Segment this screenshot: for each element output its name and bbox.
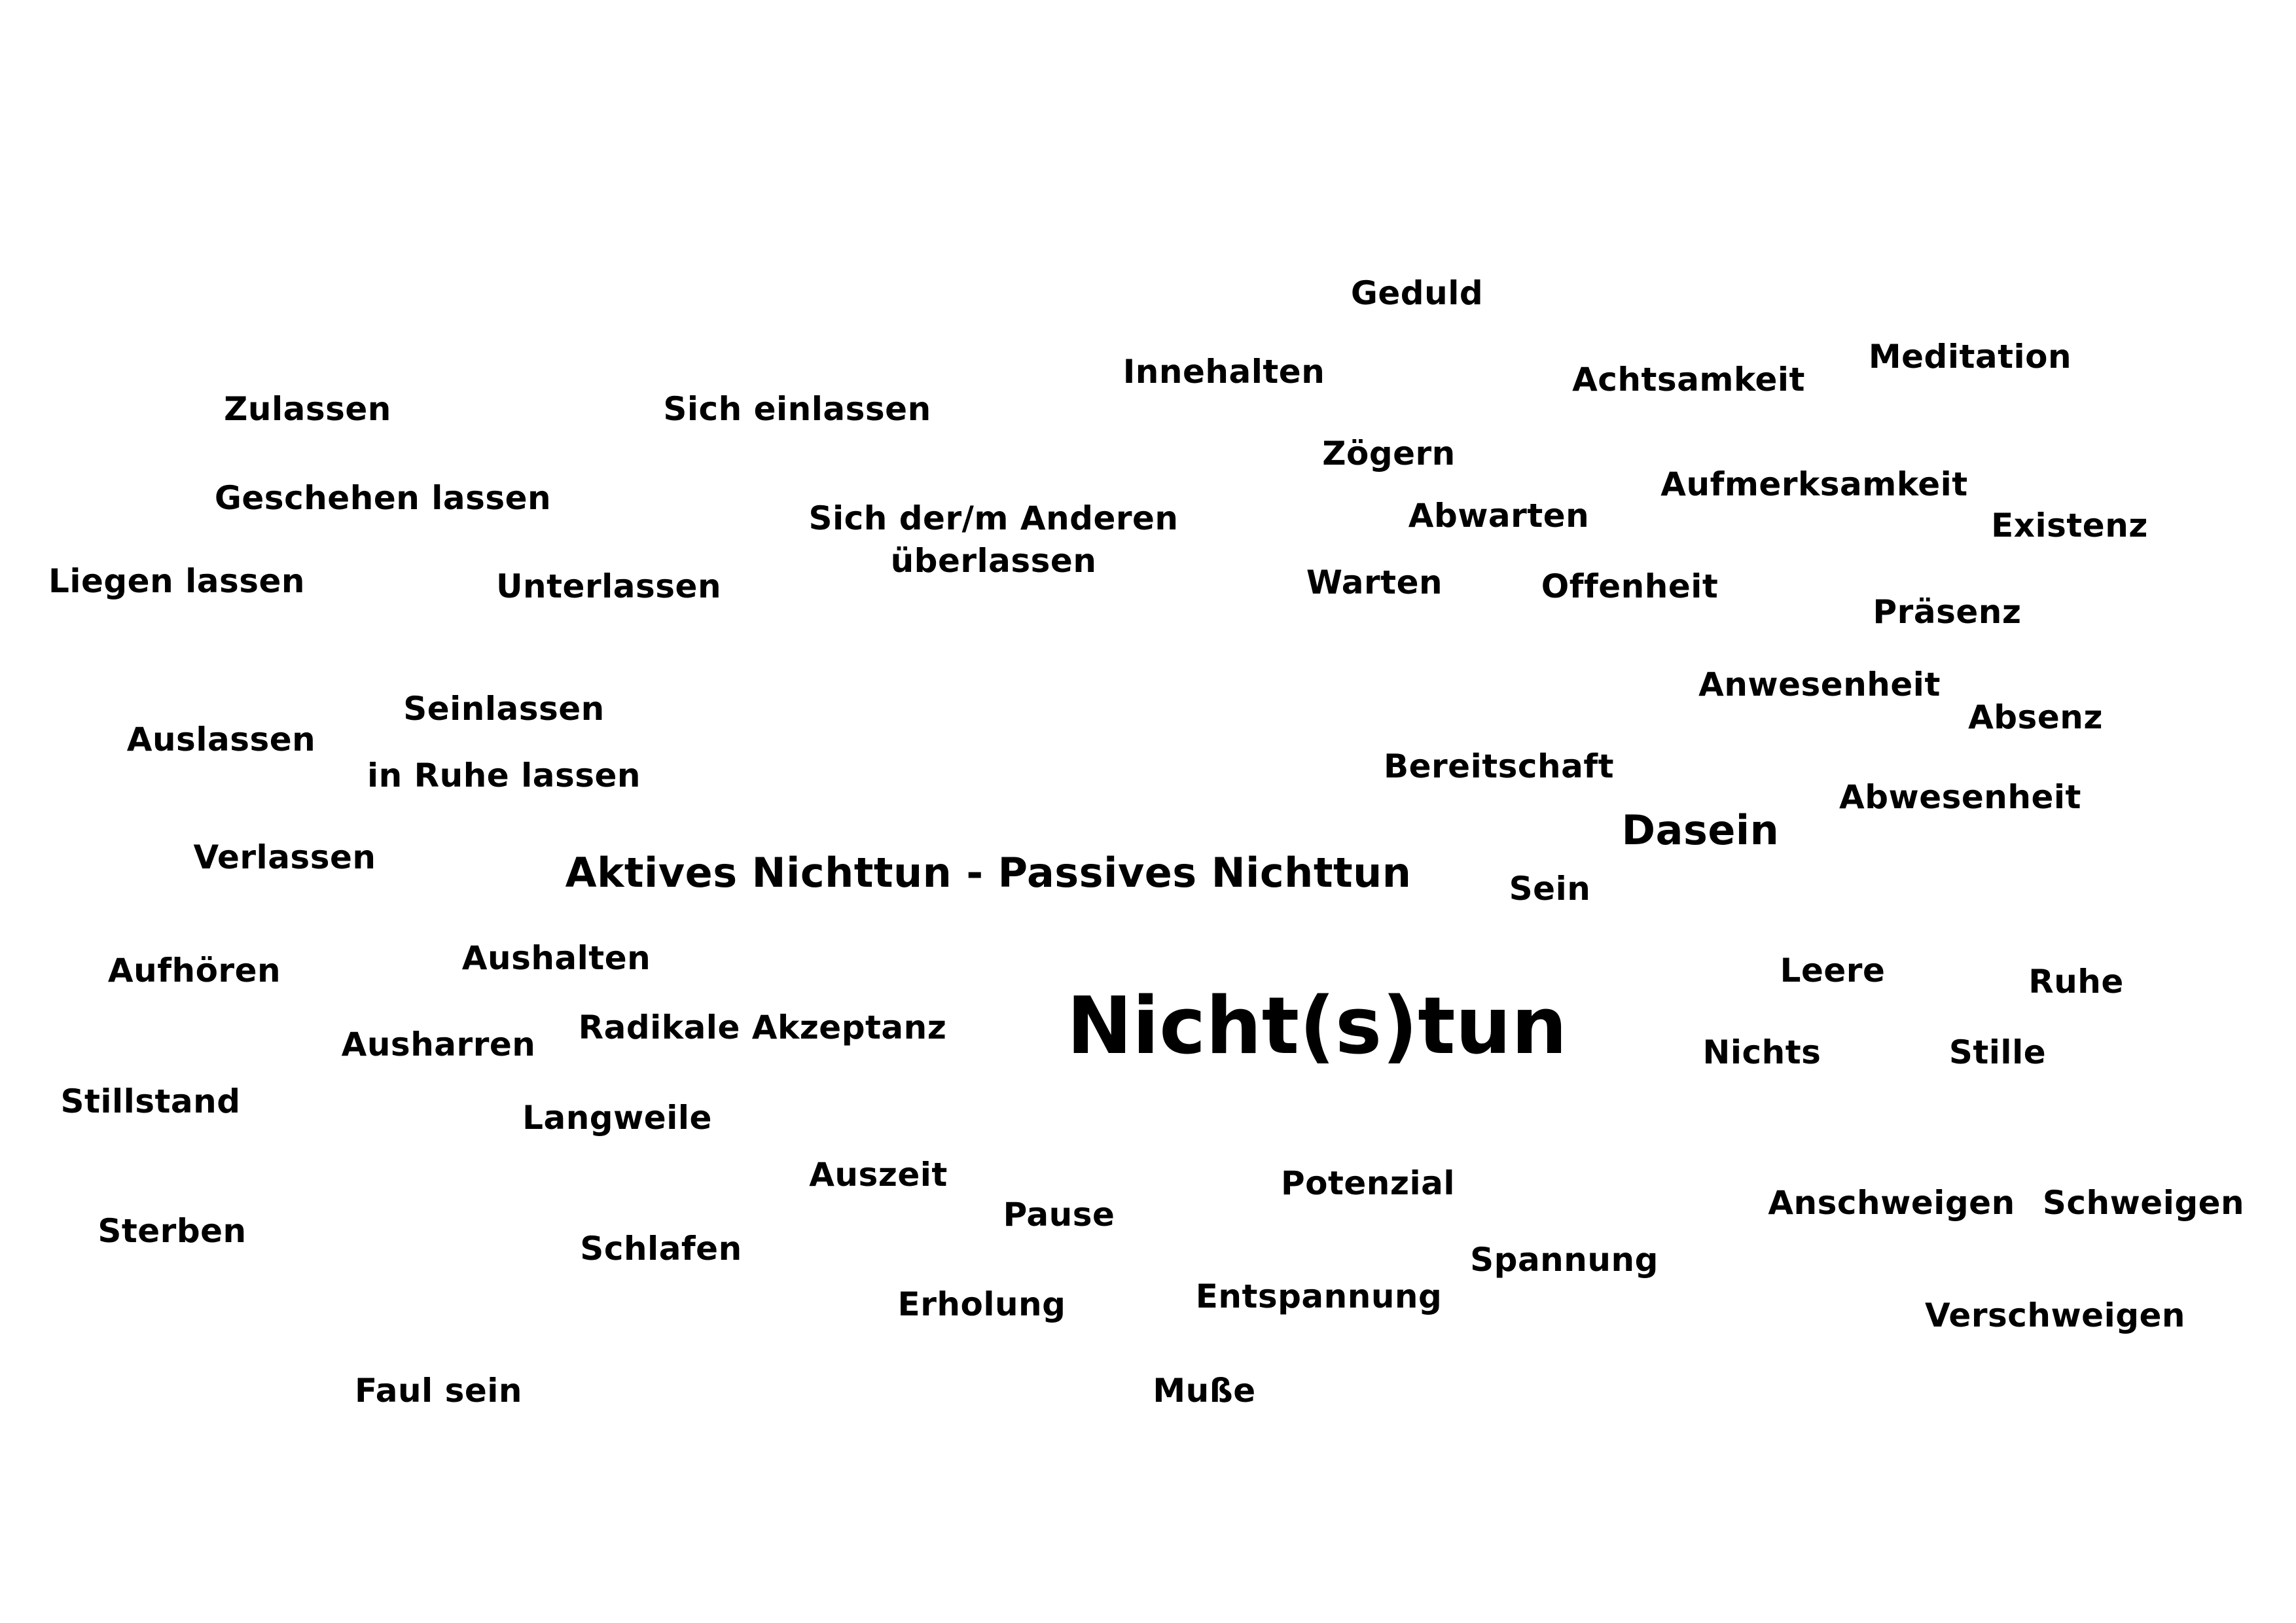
word-stillstand: Stillstand: [60, 1082, 241, 1120]
word-innehalten: Innehalten: [1122, 353, 1325, 391]
word-abwarten: Abwarten: [1408, 497, 1590, 535]
word-anschweigen: Anschweigen: [1768, 1184, 2015, 1222]
word-aufhoeren: Aufhören: [107, 952, 281, 990]
word-abwesenheit: Abwesenheit: [1839, 778, 2081, 816]
word-in-ruhe-lassen: in Ruhe lassen: [367, 757, 641, 794]
word-musse: Muße: [1153, 1372, 1256, 1410]
word-liegen-lassen: Liegen lassen: [48, 562, 306, 600]
word-aushalten: Aushalten: [461, 939, 651, 977]
word-sich-einlassen: Sich einlassen: [663, 390, 931, 428]
main-title: Nicht(s)tun: [1066, 981, 1568, 1072]
word-spannung: Spannung: [1470, 1241, 1659, 1279]
word-absenz: Absenz: [1968, 698, 2103, 736]
word-auslassen: Auslassen: [126, 721, 316, 758]
word-nichts: Nichts: [1702, 1033, 1821, 1071]
word-verschweigen: Verschweigen: [1924, 1296, 2186, 1334]
word-langweile: Langweile: [522, 1099, 712, 1137]
word-entspannung: Entspannung: [1195, 1277, 1443, 1315]
word-zulassen: Zulassen: [224, 390, 391, 428]
word-bereitschaft: Bereitschaft: [1383, 747, 1615, 785]
word-faul-sein: Faul sein: [354, 1372, 523, 1410]
word-sich-anderen-line2: überlassen: [890, 542, 1097, 580]
word-praesenz: Präsenz: [1873, 593, 2022, 631]
word-sich-anderen-ueberlassen: Sich der/m Anderen überlassen: [808, 497, 1178, 582]
word-geschehen-lassen: Geschehen lassen: [214, 479, 552, 517]
word-offenheit: Offenheit: [1541, 567, 1719, 605]
word-radikale-akzeptanz: Radikale Akzeptanz: [578, 1008, 947, 1046]
word-dasein: Dasein: [1621, 806, 1780, 854]
word-warten: Warten: [1306, 563, 1443, 601]
word-stille: Stille: [1948, 1033, 2047, 1071]
word-existenz: Existenz: [1991, 507, 2148, 544]
word-aufmerksamkeit: Aufmerksamkeit: [1660, 465, 1968, 503]
word-sein: Sein: [1509, 870, 1591, 908]
word-meditation: Meditation: [1868, 338, 2072, 376]
word-schweigen: Schweigen: [2042, 1184, 2245, 1222]
word-achtsamkeit: Achtsamkeit: [1572, 361, 1805, 399]
word-potenzial: Potenzial: [1280, 1164, 1456, 1202]
word-anwesenheit: Anwesenheit: [1698, 666, 1941, 704]
word-unterlassen: Unterlassen: [495, 567, 722, 605]
word-schlafen: Schlafen: [580, 1230, 742, 1268]
word-ausharren: Ausharren: [341, 1026, 536, 1063]
word-pause: Pause: [1003, 1196, 1115, 1234]
word-seinlassen: Seinlassen: [403, 690, 605, 728]
word-ruhe: Ruhe: [2028, 963, 2124, 1001]
word-auszeit: Auszeit: [809, 1156, 948, 1194]
word-zoegern: Zögern: [1322, 435, 1456, 473]
subtitle: Aktives Nichttun - Passives Nichttun: [565, 849, 1412, 897]
word-sterben: Sterben: [98, 1212, 247, 1250]
word-sich-anderen-line1: Sich der/m Anderen: [808, 499, 1179, 537]
word-verlassen: Verlassen: [193, 838, 376, 876]
word-erholung: Erholung: [897, 1285, 1066, 1323]
word-geduld: Geduld: [1350, 274, 1484, 312]
word-leere: Leere: [1780, 952, 1886, 990]
